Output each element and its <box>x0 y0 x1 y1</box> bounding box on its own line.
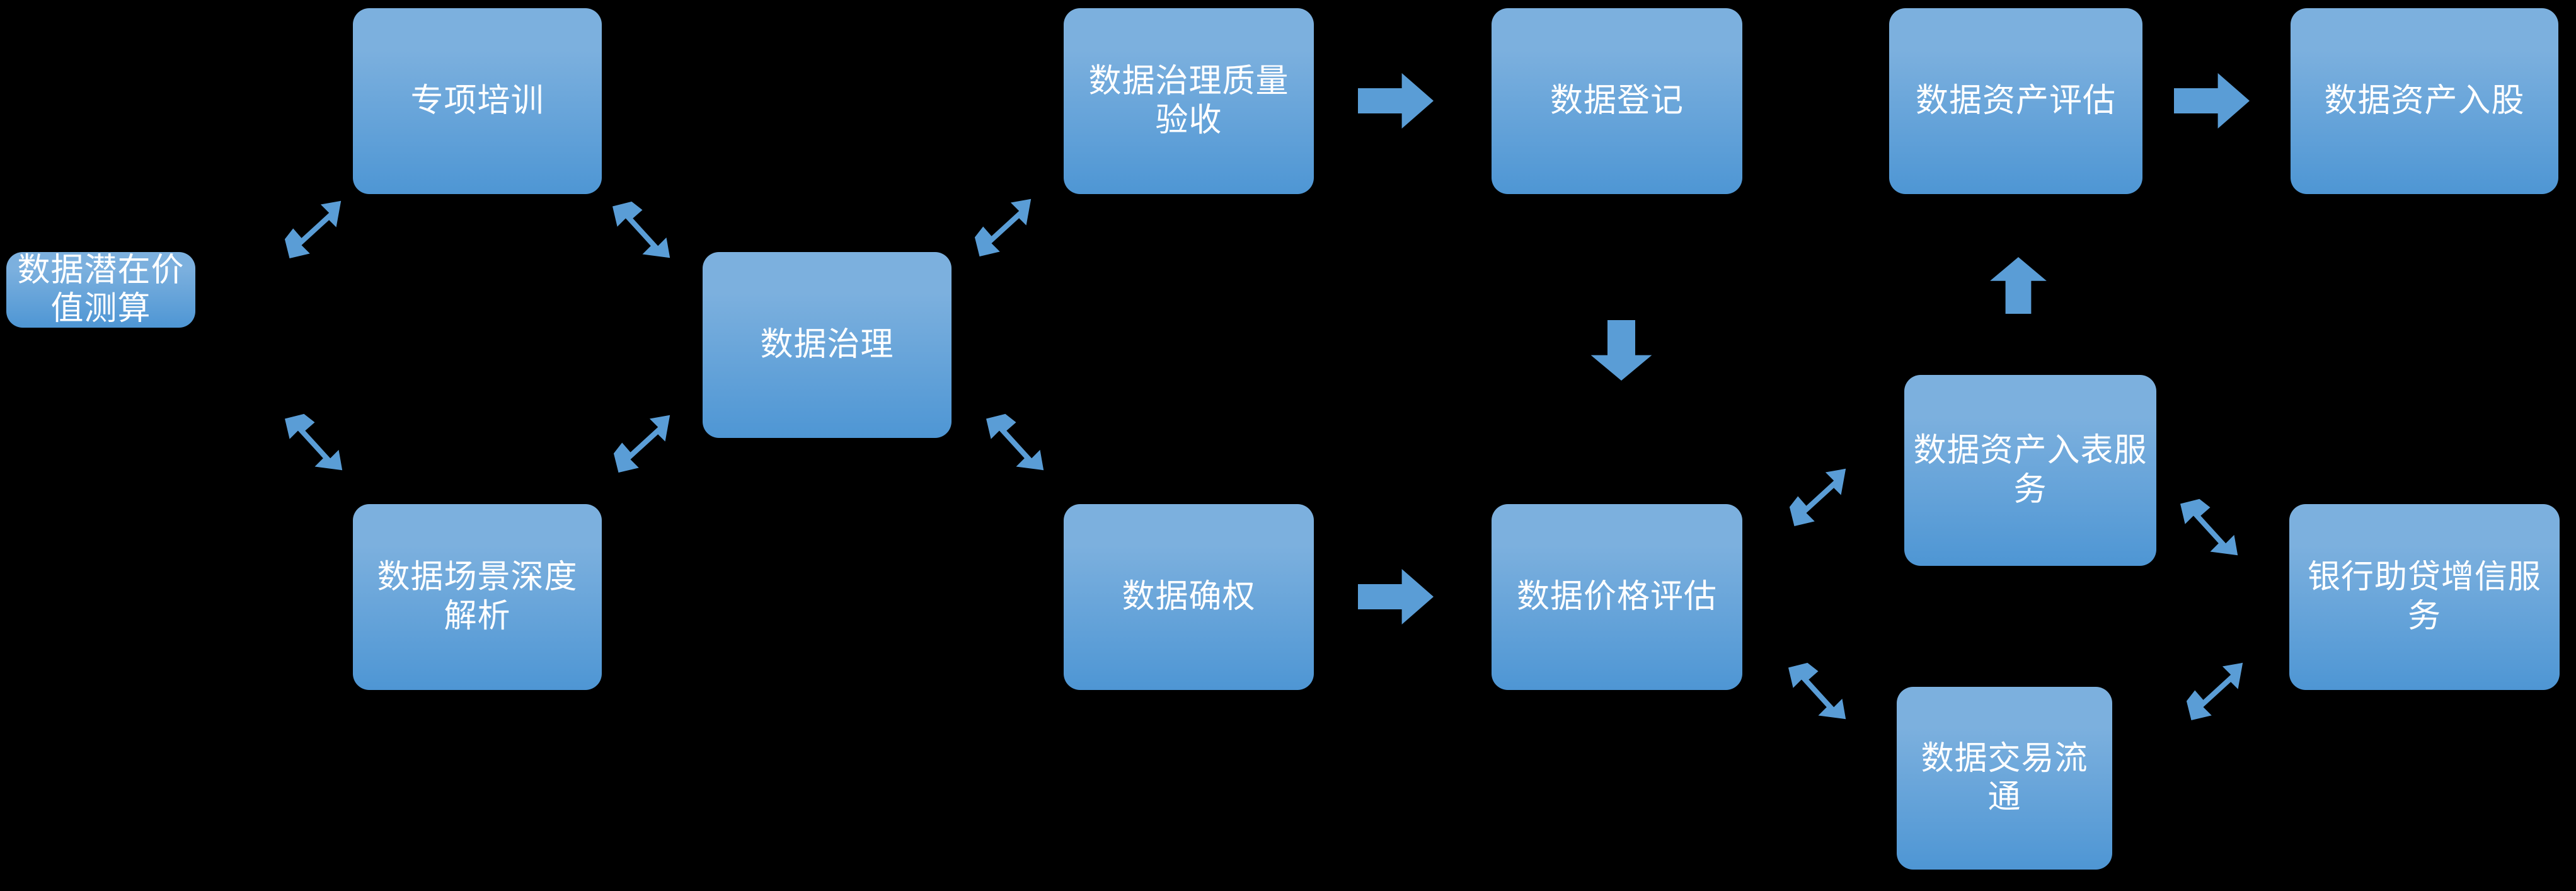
arrow-valuation-to-equity-icon <box>2174 69 2250 132</box>
arrow-potential-to-training-icon <box>284 198 343 258</box>
arrow-scenario-to-governance-icon <box>612 413 672 473</box>
arrow-listing-to-bank-icon <box>2180 498 2240 558</box>
node-label: 专项培训 <box>410 83 544 119</box>
arrow-price-to-listing-icon <box>1788 466 1848 526</box>
node-data-trading[interactable]: 数据交易流通 <box>1897 687 2112 870</box>
node-special-training[interactable]: 专项培训 <box>353 8 602 194</box>
node-label: 数据价格评估 <box>1516 578 1717 615</box>
node-asset-valuation[interactable]: 数据资产评估 <box>1889 8 2142 194</box>
node-label: 数据治理质量验收 <box>1088 64 1289 139</box>
node-potential-value[interactable]: 数据潜在价值测算 <box>6 252 195 328</box>
node-label: 数据资产入股 <box>2324 83 2525 119</box>
arrow-training-to-governance-icon <box>612 200 672 260</box>
node-price-assessment[interactable]: 数据价格评估 <box>1492 504 1742 690</box>
node-label: 数据交易流通 <box>1921 740 2088 815</box>
node-label: 银行助贷增信服务 <box>2307 560 2541 635</box>
node-data-rights[interactable]: 数据确权 <box>1064 504 1314 690</box>
node-data-registration[interactable]: 数据登记 <box>1492 8 1742 194</box>
node-asset-equity[interactable]: 数据资产入股 <box>2291 8 2558 194</box>
arrow-rights-to-price-icon <box>1358 565 1434 628</box>
node-bank-credit[interactable]: 银行助贷增信服务 <box>2289 504 2560 690</box>
arrow-listing-to-valuation-icon <box>1986 257 2050 314</box>
node-label: 数据资产入表服务 <box>1913 433 2148 508</box>
node-governance-quality[interactable]: 数据治理质量验收 <box>1064 8 1314 194</box>
node-scenario-analysis[interactable]: 数据场景深度解析 <box>353 504 602 690</box>
node-label: 数据确权 <box>1122 578 1256 615</box>
node-label: 数据资产评估 <box>1915 83 2116 119</box>
arrow-governance-to-quality-icon <box>974 197 1033 256</box>
node-label: 数据治理 <box>760 326 894 363</box>
node-label: 数据登记 <box>1550 83 1684 119</box>
arrow-potential-to-scenario-icon <box>285 413 345 473</box>
node-label: 数据场景深度解析 <box>377 560 578 635</box>
arrow-governance-to-rights-icon <box>986 413 1046 473</box>
arrow-price-to-trading-icon <box>1788 662 1848 721</box>
arrow-quality-to-registration-icon <box>1358 69 1434 132</box>
arrow-trading-to-bank-icon <box>2185 660 2245 720</box>
node-data-governance[interactable]: 数据治理 <box>703 252 952 438</box>
node-label: 数据潜在价值测算 <box>17 252 185 327</box>
arrow-registration-to-price-icon <box>1587 320 1656 381</box>
node-asset-listing[interactable]: 数据资产入表服务 <box>1904 375 2156 566</box>
